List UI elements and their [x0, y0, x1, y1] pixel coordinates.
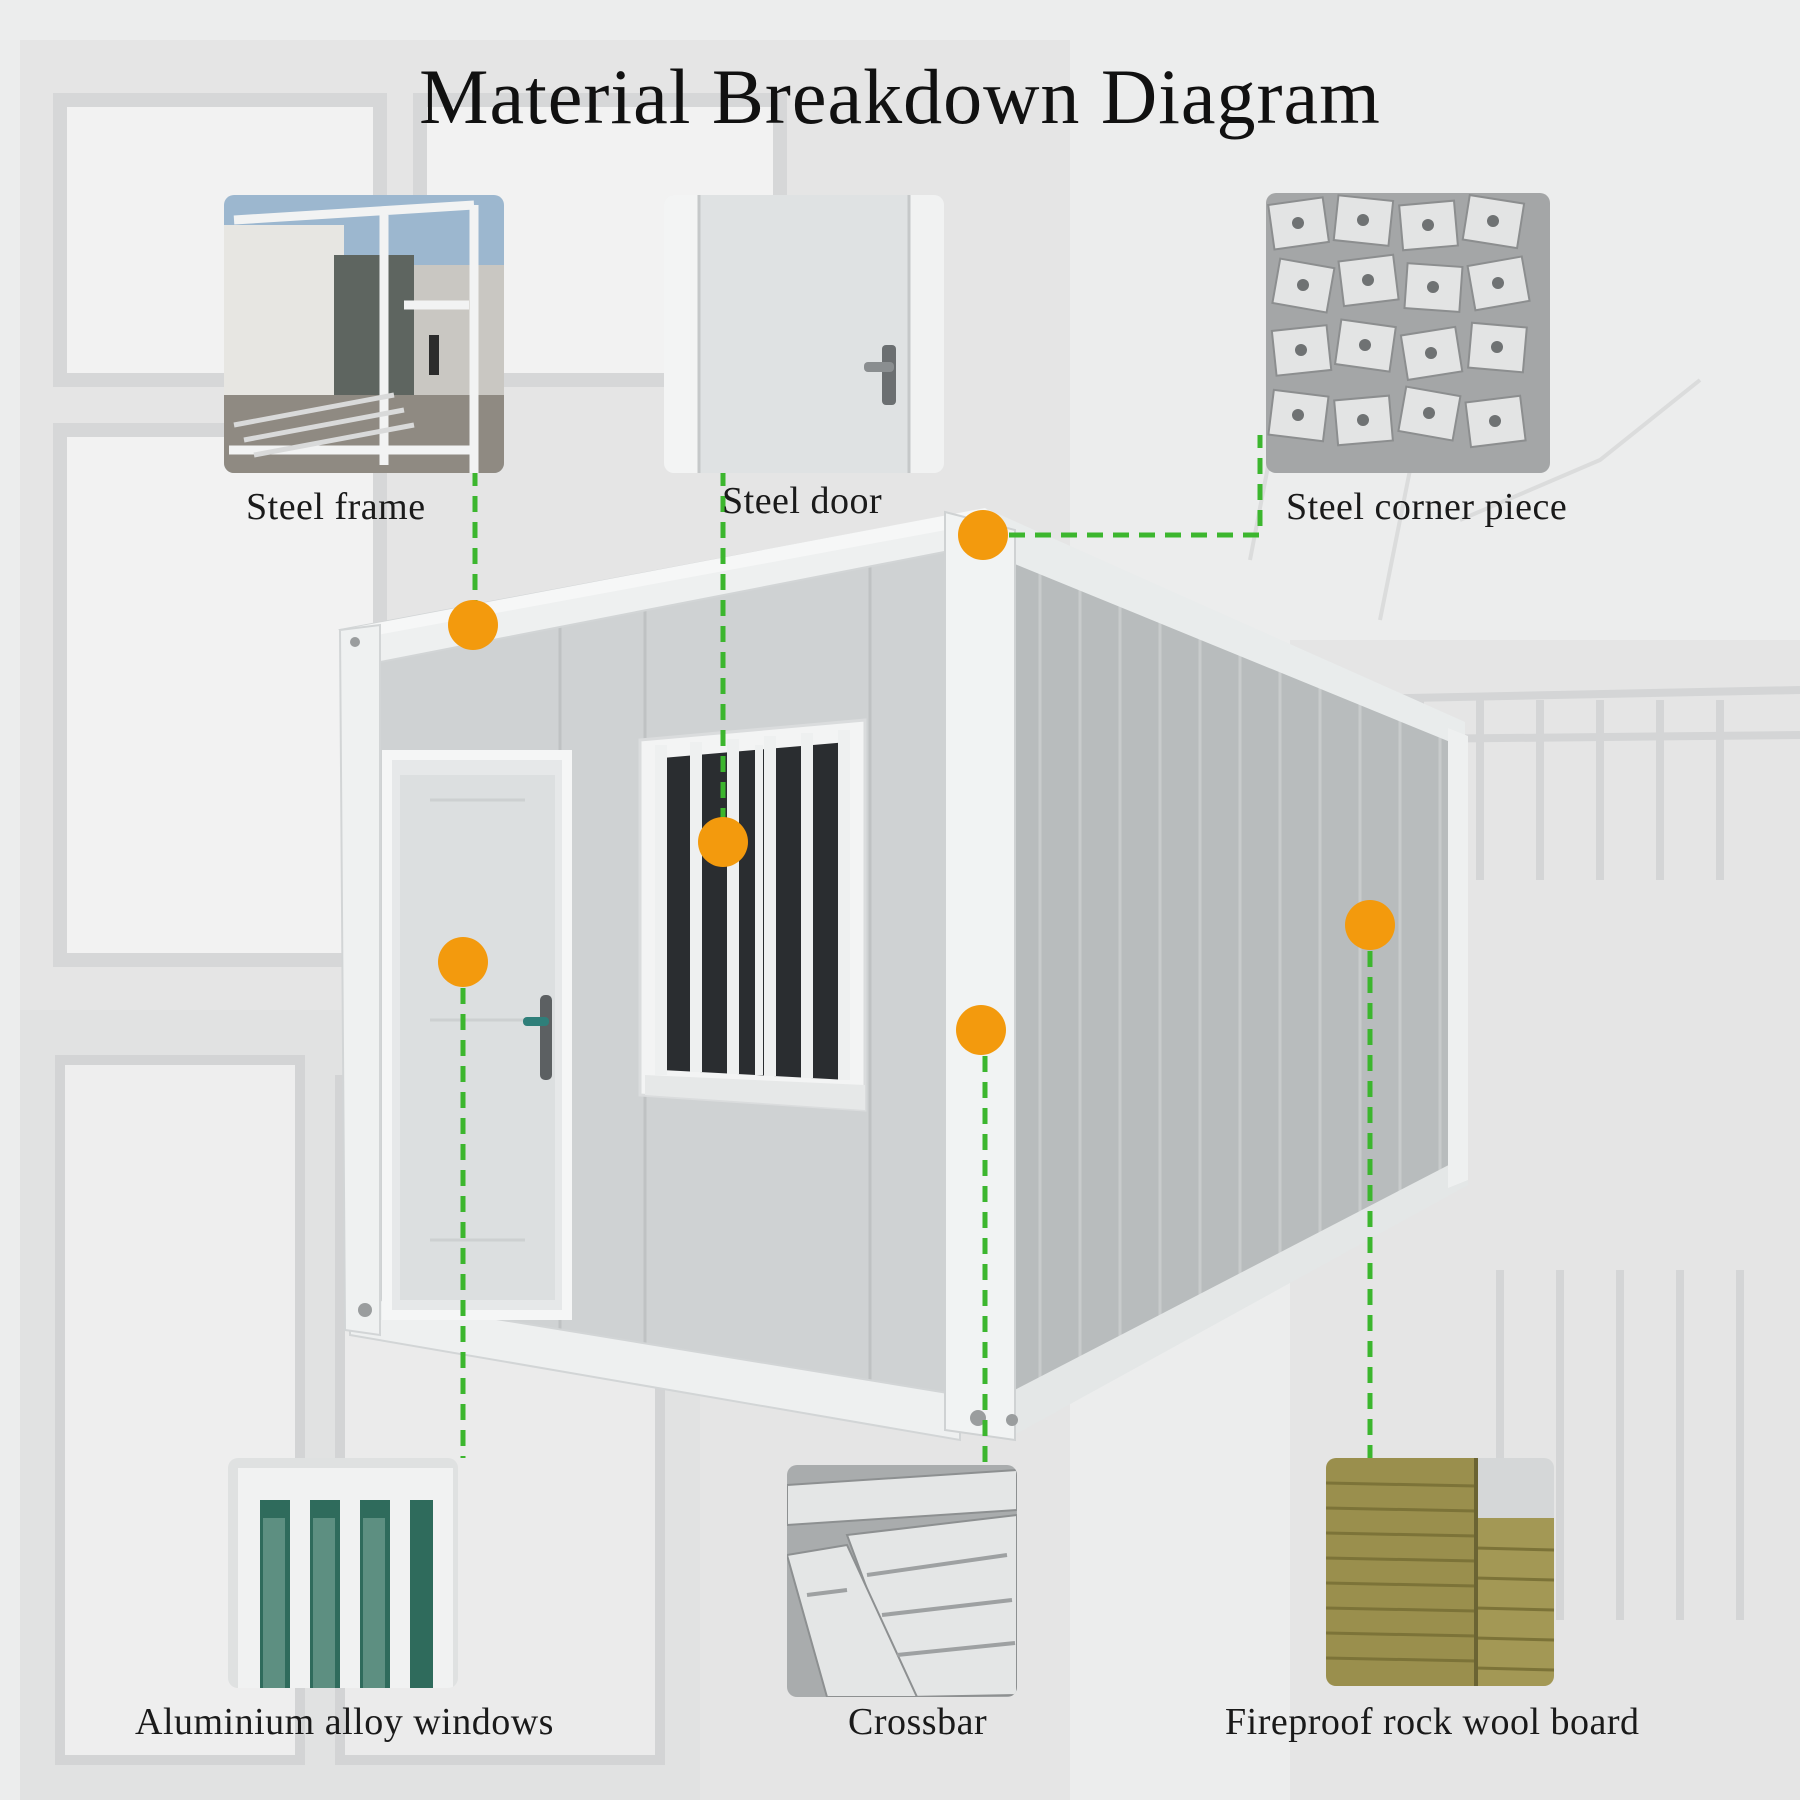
label-crossbar: Crossbar: [848, 1701, 988, 1743]
marker-steel-door: [698, 817, 748, 867]
page-title: Material Breakdown Diagram: [419, 53, 1381, 140]
steel-frame-photo: [224, 195, 504, 473]
steel-corner-piece-photo: [1266, 193, 1550, 473]
label-fireproof-rock-wool-board: Fireproof rock wool board: [1225, 1701, 1640, 1743]
fireproof-rock-wool-board-photo: [1326, 1458, 1554, 1686]
label-steel-corner-piece: Steel corner piece: [1286, 486, 1568, 528]
marker-aluminium-alloy-windows: [438, 937, 488, 987]
marker-crossbar: [956, 1005, 1006, 1055]
aluminium-alloy-windows-photo: [228, 1458, 458, 1688]
steel-door-photo: [664, 195, 944, 473]
label-aluminium-alloy-windows: Aluminium alloy windows: [135, 1701, 554, 1743]
leader-line-steel-corner-piece: [983, 435, 1263, 538]
marker-steel-frame: [448, 600, 498, 650]
crossbar-photo: [787, 1465, 1017, 1697]
label-steel-door: Steel door: [722, 480, 883, 522]
marker-fireproof-rock-wool-board: [1345, 900, 1395, 950]
label-steel-frame: Steel frame: [246, 486, 426, 528]
marker-steel-corner-piece: [958, 510, 1008, 560]
